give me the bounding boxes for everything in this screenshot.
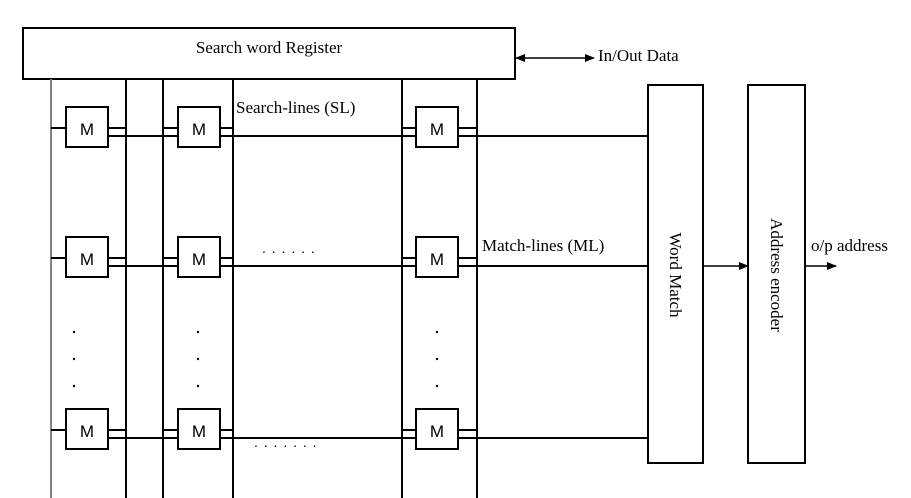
search-word-register: Search word Register — [22, 27, 516, 80]
cell-rows: M M M M M M M M M — [51, 106, 648, 450]
row-ellipsis-bottom: . . . . . . . — [254, 434, 318, 450]
row-ellipsis-mid: . . . . . . — [262, 240, 316, 256]
word-match-label: Word Match — [666, 232, 685, 318]
ellipsis-dot — [72, 384, 76, 388]
ellipsis-dot — [435, 384, 439, 388]
cell-label: M — [80, 250, 94, 269]
cell-label: M — [192, 120, 206, 139]
memory-cell: M — [51, 408, 126, 450]
ellipsis-dot — [72, 330, 76, 334]
register-label: Search word Register — [196, 38, 343, 57]
memory-cell: M — [402, 106, 477, 148]
ellipsis-dot — [435, 357, 439, 361]
ellipsis-dot — [196, 330, 200, 334]
address-encoder-label: Address encoder — [767, 218, 786, 332]
search-lines-label: Search-lines (SL) — [236, 98, 355, 117]
memory-cell: M — [163, 236, 233, 278]
memory-cell: M — [51, 236, 126, 278]
output-address-label: o/p address — [811, 236, 888, 255]
address-encoder-block: Address encoder — [747, 84, 806, 464]
ellipsis-dot — [196, 384, 200, 388]
match-lines-label: Match-lines (ML) — [482, 236, 604, 255]
cell-label: M — [430, 422, 444, 441]
in-out-data: In/Out Data — [515, 46, 679, 65]
memory-cell: M — [402, 236, 477, 278]
column-ellipsis — [72, 330, 439, 388]
ellipsis-dot — [196, 357, 200, 361]
memory-cell: M — [51, 106, 126, 148]
memory-cell: M — [163, 106, 233, 148]
search-lines — [50, 79, 478, 498]
ellipsis-dot — [72, 357, 76, 361]
memory-cell: M — [402, 408, 477, 450]
cell-label: M — [80, 422, 94, 441]
cell-label: M — [192, 422, 206, 441]
cell-label: M — [80, 120, 94, 139]
in-out-data-label: In/Out Data — [598, 46, 679, 65]
cell-label: M — [192, 250, 206, 269]
word-match-block: Word Match — [647, 84, 704, 464]
cell-label: M — [430, 250, 444, 269]
cell-label: M — [430, 120, 444, 139]
ellipsis-dot — [435, 330, 439, 334]
memory-cell: M — [163, 408, 233, 450]
